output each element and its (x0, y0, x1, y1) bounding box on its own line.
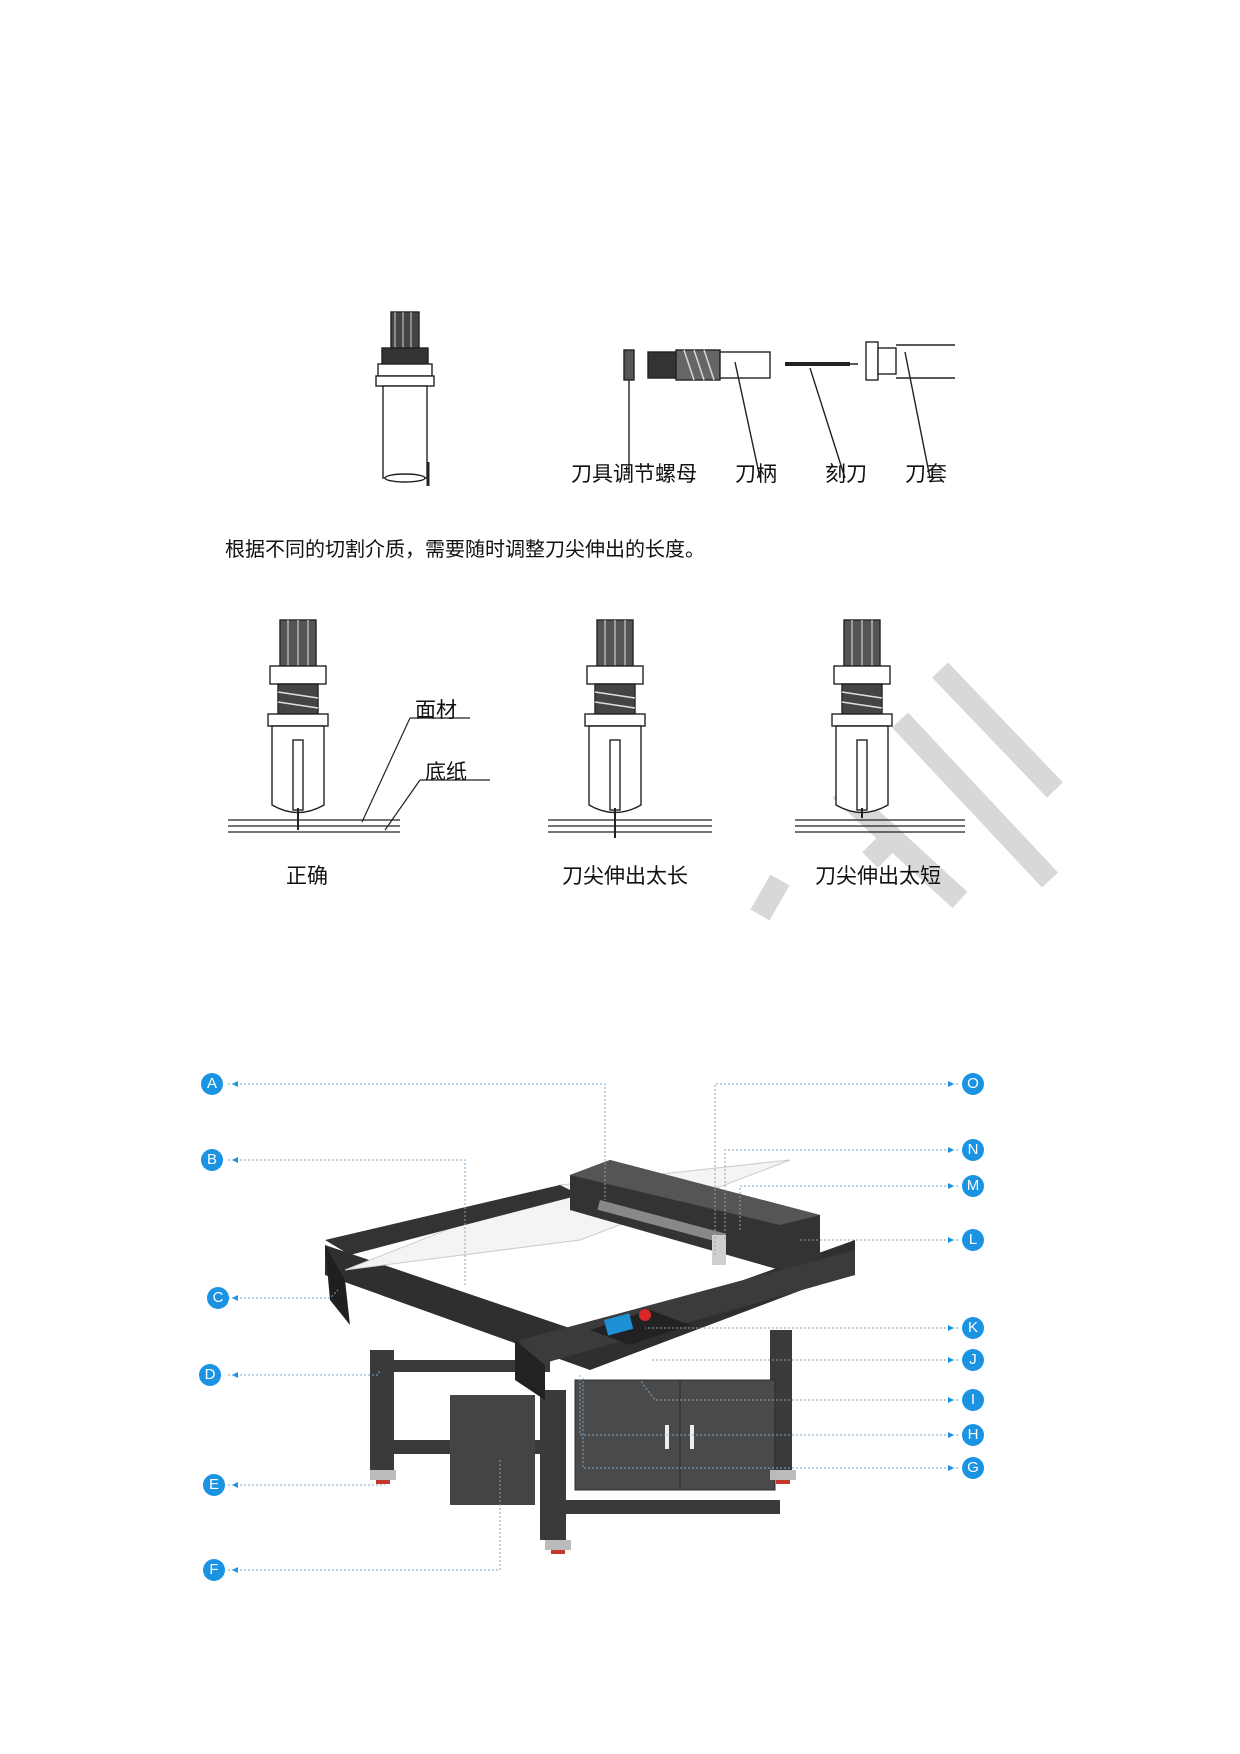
label-face-material: 面材 (415, 698, 457, 722)
callout-c: C (207, 1287, 229, 1309)
cutting-machine-illustration (325, 1159, 855, 1554)
label-too-short: 刀尖伸出太短 (815, 864, 941, 888)
callout-h: H (962, 1424, 984, 1446)
callout-g: G (962, 1457, 984, 1479)
instruction-text: 根据不同的切割介质，需要随时调整刀尖伸出的长度。 (225, 537, 705, 561)
callout-leader-lines (228, 1081, 958, 1573)
callout-k: K (962, 1317, 984, 1339)
callout-i: I (962, 1389, 984, 1411)
label-adjust-nut: 刀具调节螺母 (571, 462, 697, 486)
callout-d: D (199, 1364, 221, 1386)
callout-m: M (962, 1175, 984, 1197)
callout-f: F (203, 1559, 225, 1581)
callout-e: E (203, 1474, 225, 1496)
label-correct: 正确 (286, 864, 328, 888)
label-backing-paper: 底纸 (425, 760, 467, 784)
blade-depth-drawing (228, 619, 1063, 920)
label-knife-sleeve: 刀套 (905, 462, 947, 486)
knife-assembly-drawing (375, 311, 955, 486)
label-knife-handle: 刀柄 (735, 462, 777, 486)
callout-n: N (962, 1139, 984, 1161)
callout-a: A (201, 1073, 223, 1095)
callout-o: O (962, 1073, 984, 1095)
callout-j: J (962, 1349, 984, 1371)
label-too-long: 刀尖伸出太长 (562, 864, 688, 888)
callout-l: L (962, 1229, 984, 1251)
label-blade: 刻刀 (825, 462, 867, 486)
callout-b: B (201, 1149, 223, 1171)
